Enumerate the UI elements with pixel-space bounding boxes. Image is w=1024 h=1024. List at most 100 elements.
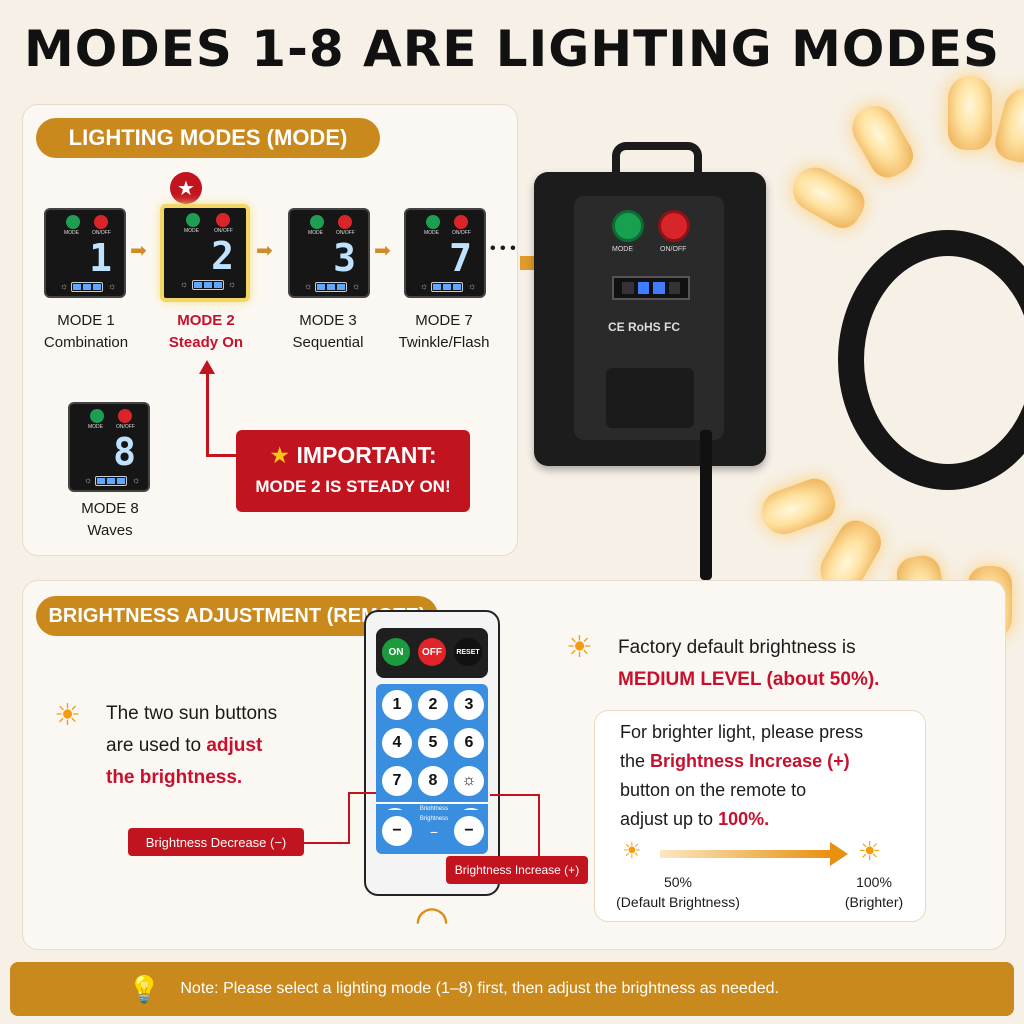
note-bar: 💡 Note: Please select a lighting mode (1…: [10, 962, 1014, 1016]
light-bulb-icon: [991, 83, 1024, 167]
sun-icon-small: ☀: [622, 838, 642, 863]
decrease-line: [348, 792, 376, 794]
page-title: MODES 1-8 ARE LIGHTING MODES: [23, 20, 1001, 78]
remote-key-5[interactable]: 5: [418, 728, 448, 758]
sun-buttons-description: The two sun buttons are used to adjust t…: [106, 703, 278, 788]
sun-icon: ☼: [420, 281, 429, 291]
remote-minus-left-button[interactable]: −: [382, 816, 412, 846]
controller-indicator-bar: [612, 276, 690, 300]
power-button-icon: [454, 215, 468, 229]
controller-cable: [700, 430, 712, 580]
mode-digit: 3: [333, 236, 356, 280]
brightness-bar: [192, 280, 224, 290]
light-bulb-icon: [755, 473, 841, 541]
remote-key-3[interactable]: 3: [454, 690, 484, 720]
arrow-right-icon: ➡: [256, 240, 273, 262]
remote-key-1[interactable]: 1: [382, 690, 412, 720]
remote-key-6[interactable]: 6: [454, 728, 484, 758]
lighting-modes-header: LIGHTING MODES (MODE): [36, 118, 380, 158]
mode-button-icon: [66, 215, 80, 229]
light-bulb-icon: [844, 97, 920, 185]
decrease-line-h: [302, 842, 350, 844]
controller-power-button[interactable]: [658, 210, 690, 242]
mode-button-icon: [186, 213, 200, 227]
controller-hanger: [612, 142, 702, 192]
lightbulb-icon: 💡: [128, 973, 161, 1004]
callout-line-vertical: [206, 372, 209, 456]
remote-sun-key-icon[interactable]: ☼: [454, 766, 484, 796]
remote-key-8[interactable]: 8: [418, 766, 448, 796]
brightness-arrow: [660, 850, 832, 858]
brighter-instructions: For brighter light, please press the Bri…: [620, 722, 864, 829]
sun-icon: ☀: [566, 631, 593, 664]
sun-icon: ☼: [84, 475, 93, 485]
sun-icon: ☼: [468, 281, 477, 291]
increase-line: [490, 794, 540, 796]
brightness-bar: [315, 282, 347, 292]
brightness-decrease-tag: Brightness Decrease (−): [128, 828, 304, 856]
mode-digit: 7: [449, 236, 472, 280]
mode-button-icon: [90, 409, 104, 423]
mode-digit: 1: [89, 236, 112, 280]
mode-button-icon: [426, 215, 440, 229]
arrow-right-icon: ➡: [130, 240, 147, 262]
remote-minus-right-button[interactable]: −: [454, 816, 484, 846]
brighter-info-box: [594, 710, 926, 922]
sun-icon: ☀: [54, 699, 81, 732]
remote-top-buttons: ON OFF RESET: [376, 628, 488, 678]
power-button-icon: [338, 215, 352, 229]
power-button-icon: [94, 215, 108, 229]
star-badge-icon: ★: [170, 172, 202, 204]
callout-arrow-up-icon: [199, 360, 215, 374]
wireless-signal-icon: ◠: [414, 904, 450, 938]
remote-off-button[interactable]: OFF: [418, 638, 446, 666]
brightness-bar: [71, 282, 103, 292]
brightness-arrow-head: [830, 842, 848, 866]
remote-bottom-keys: − − Brightness −: [376, 810, 488, 854]
sun-icon: ☼: [304, 281, 313, 291]
sun-icon: ☼: [180, 279, 189, 289]
cable-coil: [838, 230, 1024, 490]
controller-mode-button[interactable]: [612, 210, 644, 242]
remote-key-2[interactable]: 2: [418, 690, 448, 720]
light-bulb-icon: [784, 159, 872, 235]
note-text: Note: Please select a lighting mode (1–8…: [180, 980, 779, 997]
sun-icon: ☼: [108, 281, 117, 291]
sun-icon: ☼: [132, 475, 141, 485]
star-icon: ★: [269, 442, 297, 468]
remote-key-7[interactable]: 7: [382, 766, 412, 796]
brighter-label: 100%(Brighter): [844, 874, 904, 910]
brightness-increase-tag: Brightness Increase (+): [446, 856, 588, 884]
remote-on-button[interactable]: ON: [382, 638, 410, 666]
default-brightness-label: 50%(Default Brightness): [616, 874, 740, 910]
arrow-right-icon: ➡: [374, 240, 391, 262]
light-bulb-icon: [948, 76, 992, 150]
remote-reset-button[interactable]: RESET: [454, 638, 482, 666]
power-button-icon: [118, 409, 132, 423]
callout-line-horizontal: [206, 454, 238, 457]
brightness-bar: [431, 282, 463, 292]
certification-marks: CE RoHS FC: [608, 320, 680, 334]
decrease-line-v: [348, 792, 350, 844]
mode-digit: 8: [113, 430, 136, 474]
sun-icon: ☼: [228, 279, 237, 289]
mode-digit: 2: [211, 234, 234, 278]
important-callout: ★ IMPORTANT: MODE 2 IS STEADY ON!: [236, 430, 470, 512]
factory-default-text: Factory default brightness is MEDIUM LEV…: [618, 637, 880, 690]
power-button-icon: [216, 213, 230, 227]
ellipsis: • • •: [490, 240, 516, 257]
remote-control: ON OFF RESET 1 2 3 4 5 6 7 8 ☼ ☼ ☀ Brigh…: [364, 610, 500, 896]
brightness-bar: [95, 476, 127, 486]
remote-key-4[interactable]: 4: [382, 728, 412, 758]
sun-icon-large: ☀: [858, 836, 882, 866]
controller-box: MODE ON/OFF CE RoHS FC: [534, 172, 766, 466]
